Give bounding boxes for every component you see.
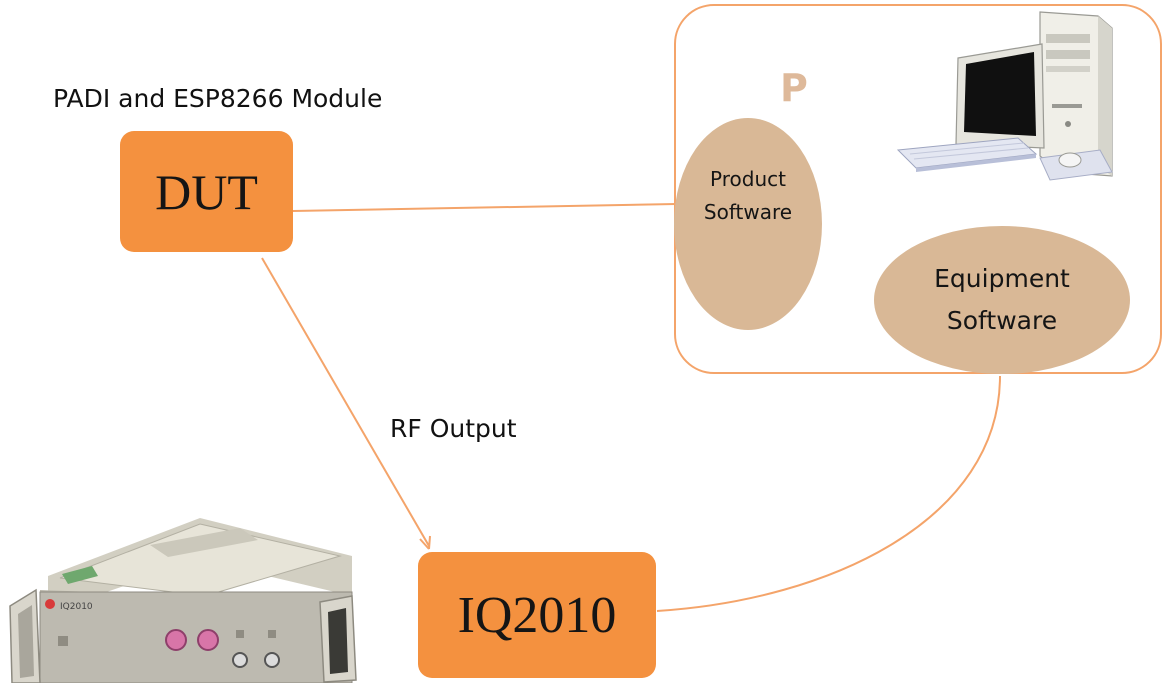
iq2010-box: IQ2010 <box>418 552 656 678</box>
rf-output-label: RF Output <box>390 414 517 443</box>
pc-container <box>674 4 1162 374</box>
dut-label: DUT <box>155 163 258 220</box>
dut-box: DUT <box>120 131 293 252</box>
product-software-ellipse: Product Software <box>674 118 822 330</box>
module-label: PADI and ESP8266 Module <box>53 84 383 113</box>
product-software-line1: Product <box>710 167 786 191</box>
equipment-software-line2: Software <box>946 306 1058 335</box>
dut-to-iq-connector <box>261 257 430 547</box>
pc-letter: P <box>780 66 808 110</box>
equipment-software-ellipse: Equipment Software <box>874 226 1130 374</box>
equipment-to-iq-connector <box>656 375 1001 612</box>
equipment-software-line1: Equipment <box>934 264 1070 293</box>
dut-to-pc-connector <box>292 203 677 212</box>
product-software-line2: Software <box>703 200 793 224</box>
iq2010-label: IQ2010 <box>457 586 617 644</box>
arrowhead <box>419 535 431 550</box>
